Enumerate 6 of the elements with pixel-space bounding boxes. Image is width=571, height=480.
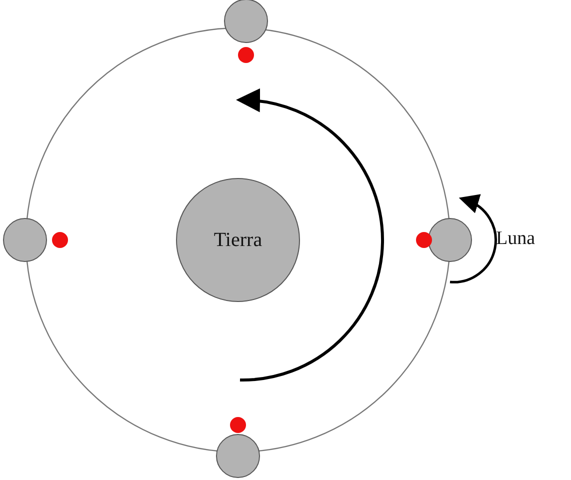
- moon-label: Luna: [496, 228, 536, 250]
- moon-circle: [216, 434, 260, 478]
- moon-circle: [224, 0, 268, 43]
- planet-label: Tierra: [214, 228, 262, 252]
- moon-circle: [428, 218, 472, 262]
- moon-circle: [3, 218, 47, 262]
